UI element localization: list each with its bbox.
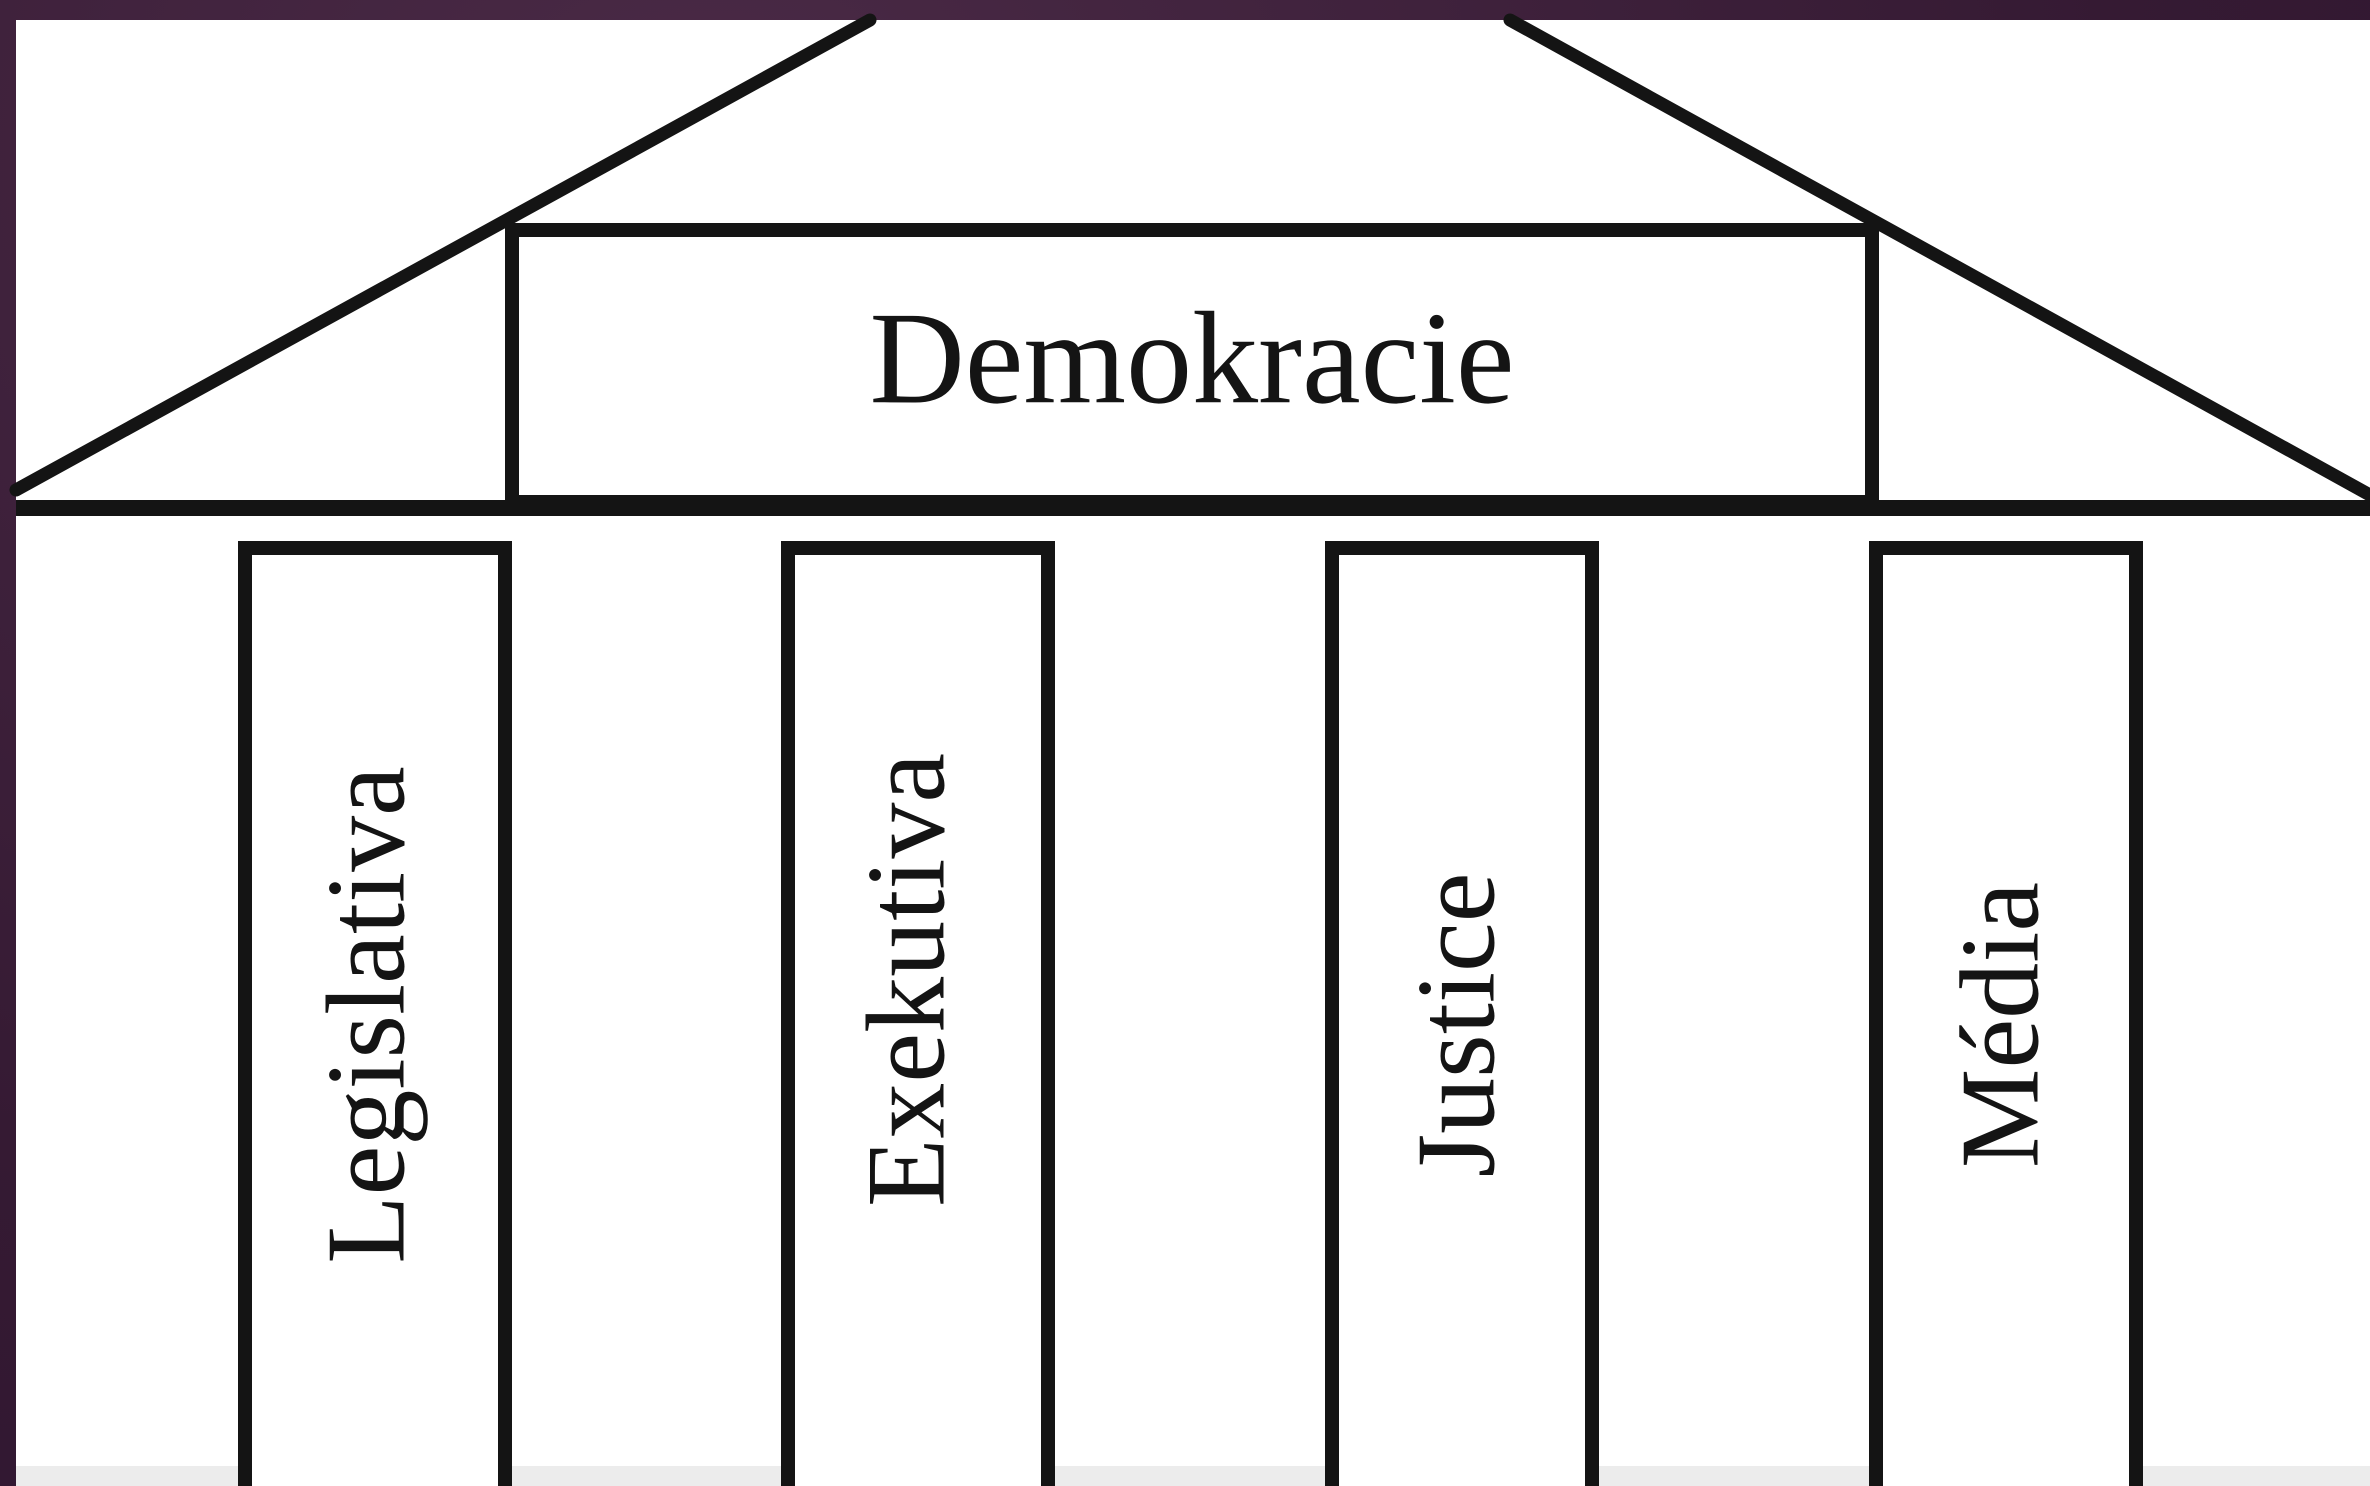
roof-left-slope	[9, 13, 877, 497]
pillar-justice-label: Justice	[1395, 873, 1519, 1178]
pillar-legislativa-label: Legislativa	[305, 766, 429, 1264]
pillar-media-label: Média	[1939, 882, 2063, 1168]
roof-right-slope	[1503, 13, 2370, 502]
pillar-exekutiva-label: Exekutiva	[845, 753, 969, 1207]
title-box	[505, 223, 1879, 509]
pillar-legislativa-column	[238, 541, 512, 1486]
pillar-exekutiva: Exekutiva	[781, 541, 1055, 1486]
paper-bottom-strip	[16, 1466, 2370, 1486]
pillar-media-column	[1869, 541, 2143, 1486]
pillar-justice-column	[1325, 541, 1599, 1486]
pillar-legislativa: Legislativa	[238, 541, 512, 1486]
pillar-justice: Justice	[1325, 541, 1599, 1486]
pillar-media: Média	[1869, 541, 2143, 1486]
diagram-title: Demokracie	[870, 284, 1515, 431]
pillar-exekutiva-column	[781, 541, 1055, 1486]
